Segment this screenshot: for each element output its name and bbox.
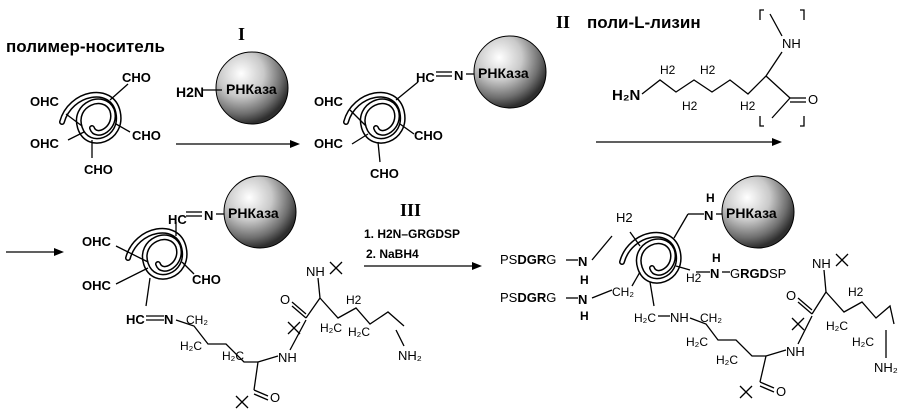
reagent-line-1: 1. H2N–GRGDSP xyxy=(364,227,460,241)
rnase-sphere-icon xyxy=(721,175,795,249)
peptide-label: GRGDSP xyxy=(730,266,786,281)
ch2-label: H2 xyxy=(740,99,756,113)
cho-group: CHO xyxy=(192,272,221,287)
backbone-nh: NH xyxy=(812,256,831,271)
ch2-label: H2 xyxy=(686,271,702,285)
ohc-group: OHC xyxy=(82,278,112,293)
imine-nitrogen: N xyxy=(204,208,213,223)
rnase-sphere-icon xyxy=(223,175,297,249)
rnase-sphere-icon xyxy=(473,35,547,109)
ohc-group: OHC xyxy=(30,136,60,151)
rnase-label: РНКаза xyxy=(726,205,777,221)
ch2-label: CH₂ xyxy=(186,313,208,327)
imine-nitrogen: N xyxy=(454,68,463,83)
step-2-title: поли-L-лизин xyxy=(587,13,701,32)
amine-nitrogen: N xyxy=(710,266,719,281)
carbonyl-oxygen: O xyxy=(786,288,796,303)
ohc-group: OHC xyxy=(314,94,344,109)
ch2-label: H2 xyxy=(700,63,716,77)
ch2-label: H2 xyxy=(682,99,698,113)
amine-group: H2N xyxy=(176,84,204,100)
amine-hydrogen: H xyxy=(706,191,715,205)
carbonyl-oxygen: O xyxy=(808,92,818,107)
ch2-label: H2 xyxy=(848,285,864,299)
backbone-nh: NH xyxy=(782,36,801,51)
cho-group: CHO xyxy=(132,128,161,143)
ohc-group: OHC xyxy=(30,94,60,109)
cho-group: CHO xyxy=(370,166,399,181)
imine-nitrogen: N xyxy=(164,312,173,327)
amine-hydrogen: H xyxy=(580,273,589,287)
rnase-label: РНКаза xyxy=(478,65,529,81)
amine-group: H₂N xyxy=(612,87,640,104)
reaction-arrow xyxy=(596,138,782,146)
imine-carbon: HC xyxy=(168,212,187,227)
step-1-label: I xyxy=(238,24,245,44)
ch2-label: CH₂ xyxy=(612,285,634,299)
carrier-rnase-conjugate: HC N РНКаза OHC OHC CHO CHO xyxy=(314,35,547,181)
carrier-polymer: CHO OHC OHC CHO CHO xyxy=(30,70,161,177)
ch2-label: H2 xyxy=(616,210,633,225)
carrier-rnase-polylysine-conjugate: HC N РНКаза OHC OHC CHO HC N CH₂ H₂C H₂C… xyxy=(82,175,422,409)
ch2-label: CH₂ xyxy=(700,311,722,325)
ch2-label: H₂C xyxy=(852,335,874,349)
ch2-label: H₂C xyxy=(686,335,708,349)
ch2-label: H₂C xyxy=(634,311,656,325)
step-3-label: III xyxy=(400,200,421,220)
backbone-nh: NH xyxy=(306,264,325,279)
amine-nitrogen: N xyxy=(578,292,587,307)
imine-carbon: HC xyxy=(416,70,435,85)
ch2-label: H₂C xyxy=(180,339,202,353)
reaction-arrow xyxy=(6,248,64,256)
carbonyl-oxygen: O xyxy=(776,384,786,399)
carbonyl-oxygen: O xyxy=(270,390,280,405)
rnase-label: РНКаза xyxy=(226,81,277,97)
cho-group: CHO xyxy=(84,162,113,177)
ch2-label: H₂C xyxy=(222,349,244,363)
ch2-label: H2 xyxy=(346,293,362,307)
rnase-reagent: РНКаза H2N xyxy=(176,51,289,125)
imine-carbon: HC xyxy=(126,312,145,327)
amine-nitrogen: N xyxy=(704,208,713,223)
ch2-label: H₂C xyxy=(716,353,738,367)
cho-group: CHO xyxy=(414,128,443,143)
cho-group: CHO xyxy=(122,70,151,85)
carbonyl-oxygen: O xyxy=(280,292,290,307)
ohc-group: OHC xyxy=(314,136,344,151)
amine-hydrogen: H xyxy=(712,251,721,265)
backbone-nh: NH xyxy=(786,344,805,359)
peptide-label: PSDGRG xyxy=(500,290,556,305)
poly-lysine-unit: H₂N H2 H2 H2 H2 NH O xyxy=(612,9,818,127)
rnase-label: РНКаза xyxy=(228,205,279,221)
rnase-sphere-icon xyxy=(215,51,289,125)
final-conjugate: H2 N H РНКаза PSDGRG N H PSDGRG N H CH₂ … xyxy=(500,175,898,399)
ch2-label: H₂C xyxy=(320,321,342,335)
step-3-reagents: 1. H2N–GRGDSP 2. NaBH4 xyxy=(364,227,482,270)
backbone-nh: NH xyxy=(670,310,689,325)
amine-hydrogen: H xyxy=(580,309,589,323)
peptide-label: PSDGRG xyxy=(500,252,556,267)
amine-group: NH₂ xyxy=(398,348,422,363)
step-2-label: II xyxy=(556,12,570,32)
backbone-nh: NH xyxy=(278,350,297,365)
ch2-label: H₂C xyxy=(348,325,370,339)
amine-nitrogen: N xyxy=(578,254,587,269)
reaction-arrow xyxy=(176,140,300,148)
carrier-title: полимер-носитель xyxy=(6,37,165,56)
amine-group: NH₂ xyxy=(874,360,898,375)
reagent-line-2: 2. NaBH4 xyxy=(366,247,419,261)
ohc-group: OHC xyxy=(82,234,112,249)
ch2-label: H2 xyxy=(660,63,676,77)
ch2-label: H₂C xyxy=(826,319,848,333)
